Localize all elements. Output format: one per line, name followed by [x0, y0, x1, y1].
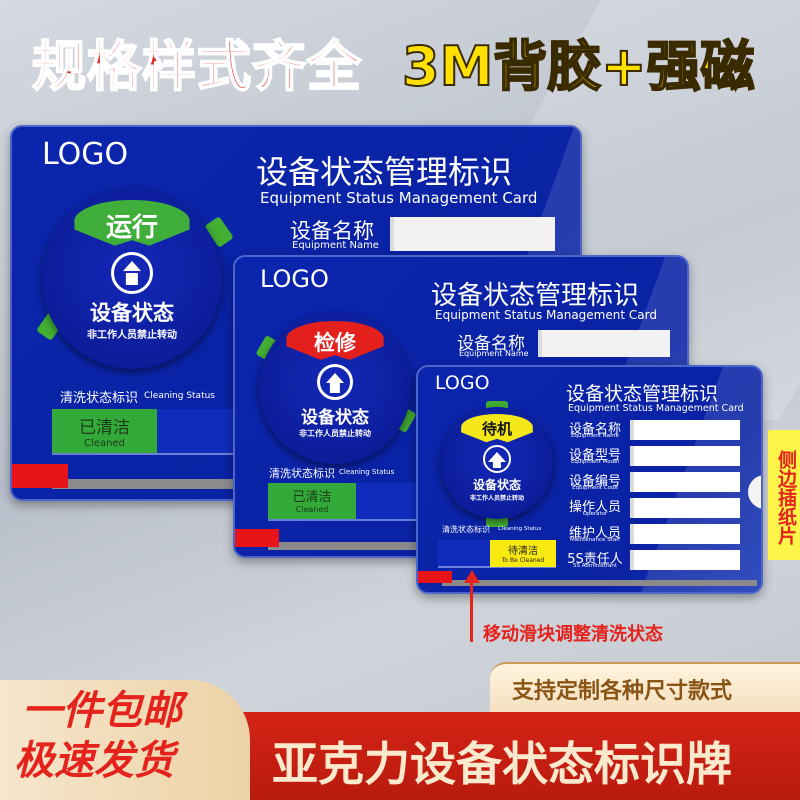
arrow-up-icon — [464, 570, 480, 583]
logo: LOGO — [435, 372, 490, 394]
clean-state-en: Cleaned — [295, 505, 329, 514]
status-dial: 待机 设备状态 非工作人员禁止转动 — [441, 407, 553, 519]
logo: LOGO — [260, 265, 329, 293]
field-list: 设备名称 Equipment Name 设备型号 Equipment Model… — [564, 418, 744, 574]
arrow-up-icon — [483, 445, 511, 474]
field-label-en: Equipment Model — [570, 459, 620, 465]
clean-state-en: Cleaned — [84, 438, 125, 449]
slider-note: 移动滑块调整清洗状态 — [483, 624, 663, 645]
custom-note: 支持定制各种尺寸款式 — [512, 679, 733, 704]
field-label: 维护人员 — [568, 526, 621, 541]
field-row: 设备编号 Equipment Code — [564, 470, 744, 494]
field-row: 设备型号 Equipment Model — [564, 444, 744, 468]
status-card-small: LOGO 设备状态管理标识 Equipment Status Managemen… — [416, 365, 763, 594]
field-label-en: Equipment Name — [459, 349, 529, 358]
field-label: 5S责任人 — [567, 552, 623, 567]
arrow-up-icon — [317, 364, 353, 401]
field-label: 操作人员 — [568, 500, 621, 515]
field-row: 设备名称 Equipment Name — [564, 418, 744, 442]
field-label: 设备名称 — [457, 334, 525, 354]
card-subtitle: Equipment Status Management Card — [260, 189, 538, 207]
red-marker — [12, 464, 68, 488]
card-subtitle: Equipment Status Management Card — [568, 403, 744, 414]
cleaning-slider: 待清洁 To Be Cleaned — [438, 540, 556, 568]
status-dial: 检修 设备状态 非工作人员禁止转动 — [259, 312, 411, 464]
product-band — [185, 712, 800, 800]
equipment-name-field — [390, 217, 555, 251]
card-subtitle: Equipment Status Management Card — [435, 308, 657, 322]
headline-left: 规格样式齐全 — [31, 34, 362, 99]
logo: LOGO — [42, 137, 129, 172]
card-title: 设备状态管理标识 — [431, 281, 640, 311]
cleaning-label-en: Cleaning Status — [339, 468, 395, 476]
field-label-en: Maintenance Staff — [570, 537, 620, 543]
card-title: 设备状态管理标识 — [256, 153, 513, 191]
headline-right: 3M背胶+强磁 — [401, 34, 756, 99]
status-segment: 待机 — [461, 413, 533, 443]
field-input-box — [630, 524, 740, 544]
dial-note: 非工作人员禁止转动 — [87, 329, 177, 341]
dial-note: 非工作人员禁止转动 — [469, 495, 524, 503]
product-name: 亚克力设备状态标识牌 — [272, 737, 732, 791]
dial-title: 设备状态 — [90, 301, 174, 325]
field-row: 5S责任人 5S Administrant — [564, 548, 744, 572]
red-marker — [418, 571, 452, 583]
field-label-en: Equipment Name — [571, 433, 619, 439]
field-input-box — [630, 550, 740, 570]
field-label: 设备名称 — [568, 422, 621, 437]
field-label-en: Equipment Name — [292, 240, 379, 251]
equipment-name-field — [538, 330, 670, 357]
field-label: 设备编号 — [568, 474, 621, 489]
slider-track — [442, 580, 757, 586]
cleaning-label: 清洗状态标识 — [60, 391, 139, 406]
field-input-box — [630, 420, 740, 440]
field-input-box — [630, 472, 740, 492]
cleaning-state: 待清洁 To Be Cleaned — [490, 540, 556, 567]
field-label-en: Operator — [582, 511, 608, 517]
clean-state-cn: 待清洁 — [508, 546, 538, 557]
field-label-en: 5S Administrant — [572, 563, 618, 569]
field-input-box — [630, 498, 740, 518]
promo-line-2: 极速发货 — [14, 738, 174, 784]
side-note: 侧边插纸片 — [768, 430, 800, 560]
arrow-shaft — [470, 580, 473, 642]
side-slot-notch — [748, 475, 761, 509]
field-row: 操作人员 Operator — [564, 496, 744, 520]
red-marker — [235, 529, 279, 547]
clean-state-en: To Be Cleaned — [501, 557, 545, 564]
cleaning-label: 清洗状态标识 — [442, 525, 490, 534]
cleaning-label: 清洗状态标识 — [269, 467, 335, 480]
field-label: 设备名称 — [290, 219, 374, 243]
field-row: 维护人员 Maintenance Staff — [564, 522, 744, 546]
clean-state-cn: 已清洁 — [292, 490, 332, 505]
field-input-box — [630, 446, 740, 466]
field-label-en: Equipment Code — [572, 485, 618, 491]
dial-title: 设备状态 — [472, 478, 521, 493]
clean-state-cn: 已清洁 — [79, 418, 130, 438]
arrow-up-icon — [111, 252, 153, 294]
cleaning-label-en: Cleaning Status — [144, 391, 215, 401]
dial-note: 非工作人员禁止转动 — [299, 428, 371, 438]
card-title: 设备状态管理标识 — [566, 383, 719, 405]
field-label: 设备型号 — [568, 448, 621, 463]
dial-title: 设备状态 — [301, 408, 369, 429]
status-segment: 运行 — [74, 199, 190, 246]
status-dial: 运行 设备状态 非工作人员禁止转动 — [42, 189, 222, 369]
cleaning-state: 已清洁 Cleaned — [52, 409, 157, 453]
promo-ribbon — [0, 680, 250, 800]
status-segment: 检修 — [286, 321, 384, 360]
promo-line-1: 一件包邮 — [22, 688, 182, 734]
cleaning-state: 已清洁 Cleaned — [268, 483, 356, 519]
cleaning-label-en: Cleaning Status — [498, 526, 542, 532]
